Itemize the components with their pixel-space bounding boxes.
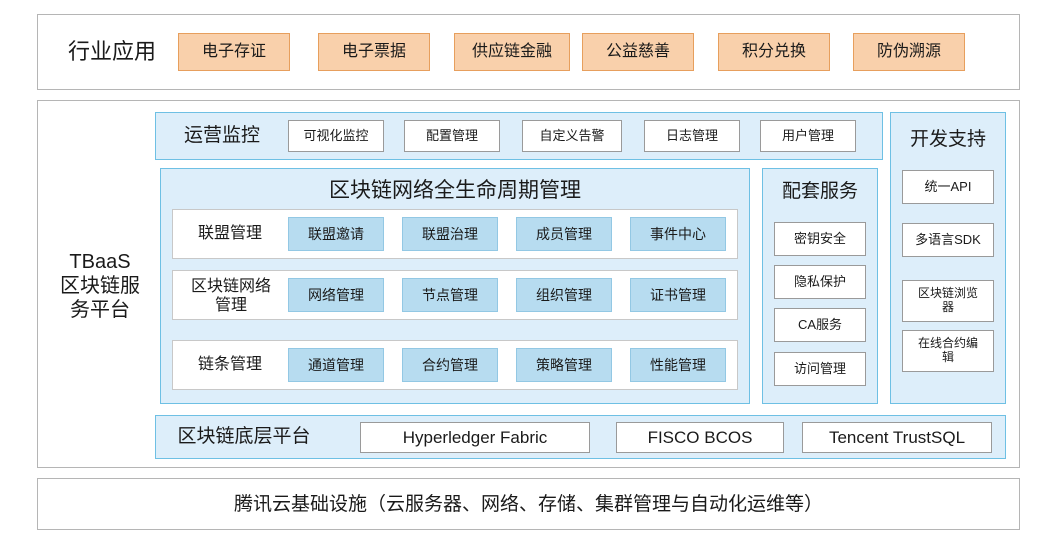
dev-support-chip-multilang-sdk[interactable]: 多语言SDK [902,223,994,257]
lifecycle-chip-alliance-governance[interactable]: 联盟治理 [402,217,498,251]
underlying-chip-hyperledger-fabric[interactable]: Hyperledger Fabric [360,422,590,453]
dev-support-chip-online-contract-editor[interactable]: 在线合约编 辑 [902,330,994,372]
lifecycle-chip-cert-management[interactable]: 证书管理 [630,278,726,312]
lifecycle-row-network-label: 区块链网络 管理 [176,278,286,314]
lifecycle-row-alliance-label: 联盟管理 [197,225,262,243]
infrastructure-container [37,478,1020,530]
tbaas-brand-label: TBaaS 区块链服 务平台 [48,246,152,326]
dev-support-chip-blockchain-explorer[interactable]: 区块链浏览 器 [902,280,994,322]
dev-support-chip-unified-api[interactable]: 统一API [902,170,994,204]
lifecycle-chip-node-management[interactable]: 节点管理 [402,278,498,312]
lifecycle-row-chain-label: 链条管理 [197,356,262,374]
support-services-chip-privacy-protection[interactable]: 隐私保护 [774,265,866,299]
lifecycle-chip-member-management[interactable]: 成员管理 [516,217,612,251]
dev-support-explorer-line-2: 器 [941,300,954,314]
industry-chip-fangweisuyuan[interactable]: 防伪溯源 [853,33,965,71]
underlying-chip-tencent-trustsql[interactable]: Tencent TrustSQL [802,422,992,453]
ops-monitoring-label: 运营监控 [183,124,260,146]
support-services-chip-ca-service[interactable]: CA服务 [774,308,866,342]
lifecycle-title: 区块链网络全生命周期管理 [329,179,581,203]
lifecycle-chip-alliance-invite[interactable]: 联盟邀请 [288,217,384,251]
industry-chip-dianzipiaoju[interactable]: 电子票据 [318,33,430,71]
ops-chip-yonghuguanli[interactable]: 用户管理 [760,120,856,152]
tbaas-brand-line-3: 务平台 [70,299,130,321]
support-services-chip-key-security[interactable]: 密钥安全 [774,222,866,256]
dev-support-title: 开发支持 [909,128,986,150]
lifecycle-chip-network-management[interactable]: 网络管理 [288,278,384,312]
lifecycle-chip-event-center[interactable]: 事件中心 [630,217,726,251]
dev-support-explorer-line-1: 区块链浏览 [917,286,978,301]
lifecycle-chip-contract-management[interactable]: 合约管理 [402,348,498,382]
lifecycle-row-network-label-line-2: 管理 [214,297,247,314]
industry-chip-jifenduihuan[interactable]: 积分兑换 [718,33,830,71]
lifecycle-chip-performance-management[interactable]: 性能管理 [630,348,726,382]
industry-chip-dianzicunzheng[interactable]: 电子存证 [178,33,290,71]
industry-application-label: 行业应用 [67,38,156,64]
industry-chip-gongyicishan[interactable]: 公益慈善 [582,33,694,71]
lifecycle-chip-org-management[interactable]: 组织管理 [516,278,612,312]
infrastructure-label: 腾讯云基础设施（云服务器、网络、存储、集群管理与自动化运维等） [233,493,823,515]
tbaas-brand-line-1: TBaaS [69,251,131,273]
lifecycle-row-network-label-line-1: 区块链网络 [190,277,271,295]
underlying-platform-label: 区块链底层平台 [177,425,311,447]
support-services-chip-access-management[interactable]: 访问管理 [774,352,866,386]
lifecycle-chip-policy-management[interactable]: 策略管理 [516,348,612,382]
tbaas-brand-line-2: 区块链服 [60,275,140,297]
underlying-chip-fisco-bcos[interactable]: FISCO BCOS [616,422,784,453]
ops-chip-keshihuajiankong[interactable]: 可视化监控 [288,120,384,152]
ops-chip-peizhiguanli[interactable]: 配置管理 [404,120,500,152]
dev-support-editor-line-2: 辑 [941,350,954,364]
dev-support-editor-line-1: 在线合约编 [917,336,978,351]
ops-chip-zidingyigaojing[interactable]: 自定义告警 [522,120,622,152]
lifecycle-chip-channel-management[interactable]: 通道管理 [288,348,384,382]
ops-chip-rizhiguanli[interactable]: 日志管理 [644,120,740,152]
industry-chip-gongyinglianjinrong[interactable]: 供应链金融 [454,33,570,71]
support-services-title: 配套服务 [781,180,858,202]
